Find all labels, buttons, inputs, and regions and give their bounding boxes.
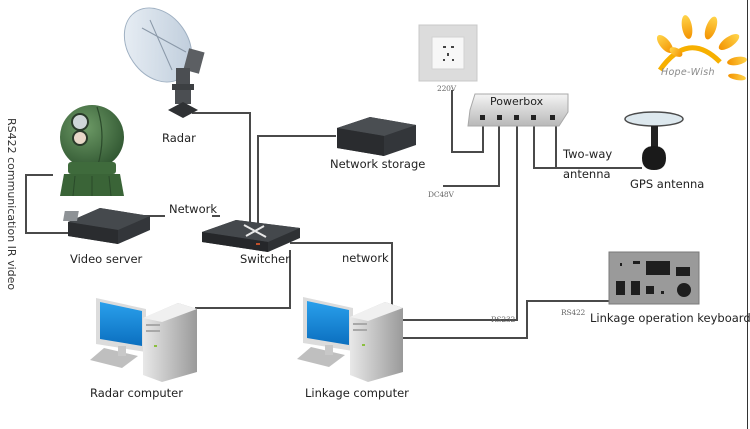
network-storage-label: Network storage bbox=[330, 157, 426, 171]
line-camera-videoserver bbox=[25, 174, 68, 234]
line-switcher-radarpc bbox=[195, 250, 291, 309]
line-linkage-rs232 bbox=[402, 122, 518, 321]
line-dc48v bbox=[443, 120, 500, 187]
dc48v-label: DC48V bbox=[428, 190, 454, 199]
network-link-label-2: network bbox=[342, 251, 389, 265]
line-switcher-linkage bbox=[290, 242, 393, 312]
connection-lines bbox=[25, 90, 642, 339]
rs422-ir-video-caption: RS422 communication IR video bbox=[5, 118, 18, 291]
linkage-keyboard-icon bbox=[608, 251, 700, 305]
power-box-label: Powerbox bbox=[490, 95, 544, 108]
ir-camera-icon bbox=[60, 105, 124, 197]
line-storage-switcher bbox=[257, 135, 336, 228]
line-radar-switcher bbox=[192, 112, 251, 228]
video-server-label: Video server bbox=[70, 252, 143, 266]
frame-border bbox=[747, 0, 748, 429]
radar-computer-label: Radar computer bbox=[90, 386, 183, 400]
power-socket-icon bbox=[418, 24, 478, 82]
radar-label: Radar bbox=[162, 131, 196, 145]
rs232-label: RS232 bbox=[491, 315, 516, 324]
220v-label: 220V bbox=[437, 84, 456, 93]
two-way-label: Two-way bbox=[563, 147, 613, 161]
gps-antenna-label: GPS antenna bbox=[630, 177, 705, 191]
line-socket-powerbox bbox=[451, 90, 484, 153]
linkage-computer-icon bbox=[297, 297, 403, 382]
radar-icon bbox=[123, 7, 205, 118]
rs422-label: RS422 bbox=[561, 308, 586, 317]
network-storage-icon bbox=[337, 117, 416, 156]
switcher-icon bbox=[202, 220, 300, 252]
radar-computer-icon bbox=[90, 298, 197, 382]
linkage-computer-label: Linkage computer bbox=[305, 386, 409, 400]
hope-wish-logo-text: Hope-Wish bbox=[661, 67, 715, 78]
video-server-icon bbox=[63, 208, 150, 244]
line-gps-1 bbox=[533, 120, 642, 169]
antenna-label: antenna bbox=[563, 167, 611, 181]
power-box-icon bbox=[467, 93, 569, 127]
gps-antenna-icon bbox=[624, 111, 684, 170]
network-link-label: Network bbox=[169, 202, 218, 216]
switcher-label: Switcher bbox=[240, 252, 290, 266]
line-linkage-rs422 bbox=[402, 300, 610, 339]
linkage-keyboard-label: Linkage operation keyboard bbox=[590, 311, 750, 325]
hope-wish-logo-icon bbox=[656, 15, 747, 81]
